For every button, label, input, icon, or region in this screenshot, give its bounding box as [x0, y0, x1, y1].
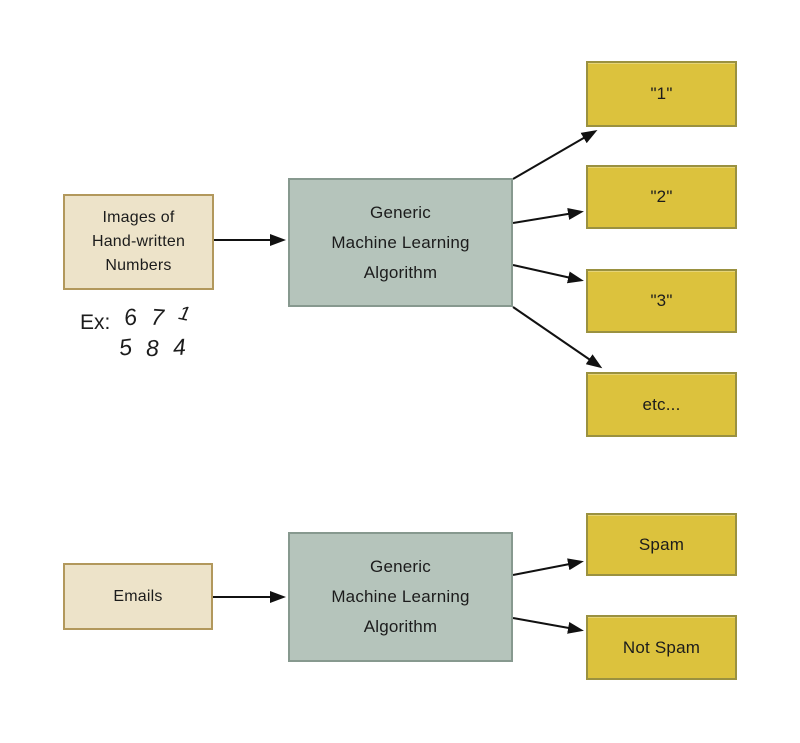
handwritten-digit: 8 — [145, 334, 160, 362]
node-ml-algorithm-top: Generic Machine Learning Algorithm — [288, 178, 513, 307]
node-label: Generic Machine Learning Algorithm — [331, 202, 470, 282]
node-label: "3" — [650, 291, 673, 310]
node-output-1: "1" — [586, 61, 737, 127]
node-emails-input: Emails — [63, 563, 213, 630]
node-label: Images of Hand-written Numbers — [91, 209, 186, 274]
node-handwritten-images-input: Images of Hand-written Numbers — [63, 194, 214, 290]
node-output-not-spam: Not Spam — [586, 615, 737, 680]
node-label: Not Spam — [622, 637, 701, 657]
handwritten-digits: 6 7 1 5 8 4 — [118, 302, 192, 361]
handwritten-digit: 6 — [122, 303, 140, 331]
node-output-spam: Spam — [586, 513, 737, 576]
node-label: "2" — [650, 187, 673, 206]
node-output-3: "3" — [586, 269, 737, 333]
handwritten-digit: 7 — [150, 303, 165, 331]
arrow-algorithm-to-output-etc — [512, 306, 603, 369]
arrow-algorithm-to-spam — [512, 558, 584, 576]
node-ml-algorithm-bottom: Generic Machine Learning Algorithm — [288, 532, 513, 662]
arrow-algorithm-to-output-3 — [512, 264, 584, 284]
handwritten-example: Ex: 6 7 1 5 8 4 — [80, 302, 192, 361]
arrow-algorithm-to-output-1 — [512, 129, 598, 180]
node-label: Generic Machine Learning Algorithm — [331, 557, 470, 636]
arrow-algorithm-to-output-2 — [512, 208, 584, 224]
arrow-algorithm-to-not-spam — [512, 617, 584, 634]
node-output-2: "2" — [586, 165, 737, 229]
node-output-etc: etc... — [586, 372, 737, 437]
handwritten-digit: 4 — [172, 333, 187, 361]
node-label: "1" — [650, 84, 673, 103]
digit-row-2: 5 8 4 — [117, 333, 189, 362]
node-label: etc... — [642, 394, 681, 414]
node-label: Spam — [638, 534, 685, 554]
digit-row-1: 6 7 1 — [122, 302, 192, 331]
node-label: Emails — [113, 587, 163, 605]
example-label: Ex: — [80, 311, 111, 334]
handwritten-digit: 5 — [117, 333, 134, 361]
